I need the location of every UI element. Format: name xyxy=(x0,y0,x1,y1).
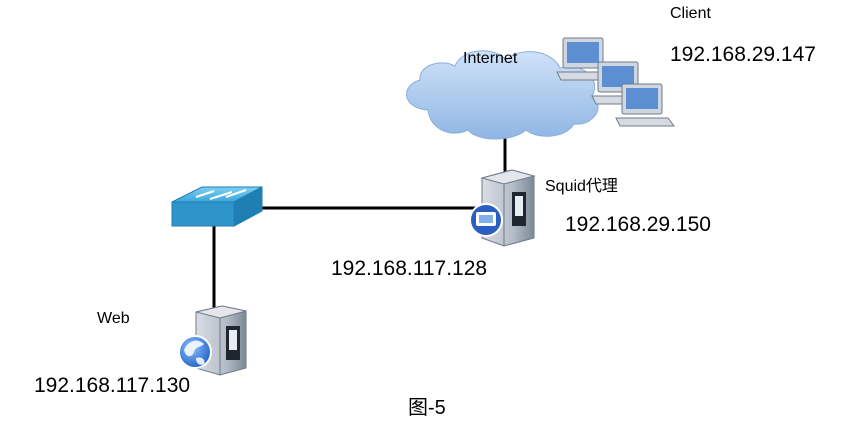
squid-label: Squid代理 xyxy=(545,178,618,195)
internet-cloud-icon xyxy=(406,50,599,140)
web-ip: 192.168.117.130 xyxy=(34,374,191,397)
internet-label: Internet xyxy=(463,50,518,67)
squid-internal-ip: 192.168.117.128 xyxy=(331,257,488,280)
squid-server-icon xyxy=(469,169,536,247)
web-label: Web xyxy=(97,310,130,327)
connection-lines xyxy=(212,130,507,312)
client-ip: 192.168.29.147 xyxy=(670,43,816,66)
figure-caption: 图-5 xyxy=(408,397,446,419)
client-computers-icon xyxy=(556,37,675,127)
web-server-icon xyxy=(178,305,247,376)
client-label: Client xyxy=(670,5,711,22)
network-switch-icon xyxy=(171,186,263,227)
squid-external-ip: 192.168.29.150 xyxy=(565,213,711,236)
